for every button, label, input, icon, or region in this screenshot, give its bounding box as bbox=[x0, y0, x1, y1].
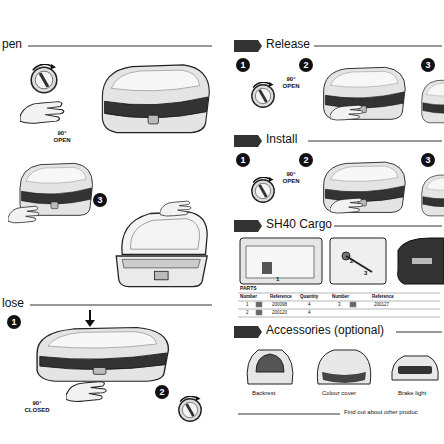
footer-note: Find out about other produc bbox=[344, 409, 418, 416]
accessory-images bbox=[247, 350, 438, 384]
callout-number: 3 bbox=[425, 155, 430, 165]
table-cell: 2 bbox=[246, 311, 249, 316]
callout-circle: 2 bbox=[155, 385, 169, 399]
rotation-note: 90° CLOSED bbox=[24, 400, 50, 413]
callout-circle: 3 bbox=[93, 193, 107, 207]
section-heading: SH40 Cargo bbox=[266, 218, 332, 231]
callout-number: 1 bbox=[276, 276, 279, 283]
callout-number: 1 bbox=[11, 317, 16, 327]
section-rules bbox=[28, 46, 442, 414]
section-heading: pen bbox=[2, 38, 22, 51]
table-header: Number bbox=[332, 295, 349, 300]
callout-number: 3 bbox=[425, 60, 430, 70]
callout-number: 3 bbox=[97, 195, 102, 205]
parts-table bbox=[238, 293, 440, 317]
rotation-note: 90° OPEN bbox=[52, 130, 72, 143]
callout-circle: 1 bbox=[236, 58, 250, 72]
table-title: PARTS bbox=[240, 286, 257, 292]
callout-number: 2 bbox=[350, 258, 353, 265]
table-cell: 3 bbox=[338, 303, 341, 308]
table-cell: 200098 bbox=[272, 303, 287, 308]
callout-number: 2 bbox=[303, 60, 308, 70]
close-steps bbox=[37, 310, 201, 421]
install-steps bbox=[252, 162, 444, 216]
callout-circle: 1 bbox=[7, 315, 21, 329]
callout-number: 3 bbox=[364, 270, 367, 277]
callout-number: 1 bbox=[240, 155, 245, 165]
section-heading: Release bbox=[266, 38, 310, 51]
cargo-images bbox=[240, 238, 444, 284]
table-cell: 200120 bbox=[272, 311, 287, 316]
accessory-name: Colour cover bbox=[322, 390, 356, 397]
table-cell: 4 bbox=[308, 311, 311, 316]
table-cell: 200127 bbox=[374, 303, 389, 308]
open-steps bbox=[8, 64, 209, 287]
table-header: Reference bbox=[270, 295, 292, 300]
table-header: Reference bbox=[372, 295, 394, 300]
rotation-note: 90° OPEN bbox=[281, 76, 301, 89]
section-heading: Install bbox=[266, 133, 297, 146]
release-steps bbox=[252, 67, 444, 122]
callout-circle: 1 bbox=[236, 153, 250, 167]
table-header: Number bbox=[240, 295, 257, 300]
callout-circle: 2 bbox=[299, 58, 313, 72]
callout-number: 1 bbox=[240, 60, 245, 70]
callout-number: 2 bbox=[159, 387, 164, 397]
accessory-name: Brake light bbox=[398, 390, 426, 397]
callout-circle: 2 bbox=[299, 153, 313, 167]
section-heading: lose bbox=[2, 297, 24, 310]
accessory-name: Backrest bbox=[252, 390, 275, 397]
section-heading: Accessories (optional) bbox=[266, 324, 384, 337]
table-cell: 4 bbox=[308, 303, 311, 308]
table-header: Quantity bbox=[300, 295, 318, 300]
callout-number: 2 bbox=[303, 155, 308, 165]
callout-circle: 3 bbox=[421, 58, 435, 72]
callout-circle: 3 bbox=[421, 153, 435, 167]
table-cell: 1 bbox=[246, 303, 249, 308]
rotation-note: 90° OPEN bbox=[281, 171, 301, 184]
